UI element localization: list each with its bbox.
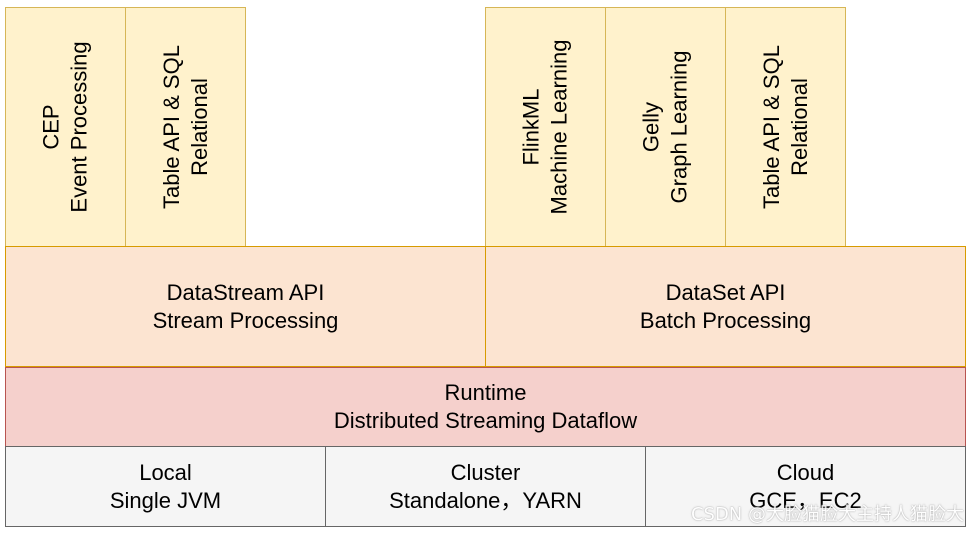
deploy-cluster-label: Cluster Standalone，YARN <box>389 459 582 515</box>
deploy-local-box: Local Single JVM <box>5 446 326 527</box>
deploy-local-label: Local Single JVM <box>110 459 221 515</box>
runtime-subtitle: Distributed Streaming Dataflow <box>333 408 638 433</box>
table-api-stream-title: Table API & SQL <box>158 45 184 209</box>
datastream-api-box: DataStream API Stream Processing <box>5 246 486 367</box>
gelly-subtitle: Graph Learning <box>666 50 692 204</box>
deploy-cluster-subtitle: Standalone，YARN <box>389 487 582 513</box>
deploy-local-subtitle: Single JVM <box>109 487 222 513</box>
gelly-title: Gelly <box>638 101 664 153</box>
table-api-stream-label: Table API & SQL Relational <box>158 45 214 209</box>
runtime-box: Runtime Distributed Streaming Dataflow <box>5 367 966 447</box>
runtime-label: Runtime Distributed Streaming Dataflow <box>334 379 637 435</box>
deploy-cloud-subtitle: GCE，EC2 <box>749 487 862 513</box>
flinkml-subtitle: Machine Learning <box>546 39 572 215</box>
dataset-api-subtitle: Batch Processing <box>639 307 812 333</box>
deploy-cloud-box: Cloud GCE，EC2 <box>645 446 966 527</box>
dataset-api-label: DataSet API Batch Processing <box>640 279 811 335</box>
table-api-batch-subtitle: Relational <box>786 78 812 176</box>
cep-library-label: CEP Event Processing <box>38 41 94 212</box>
table-api-batch-label: Table API & SQL Relational <box>758 45 814 209</box>
cep-title: CEP <box>38 104 64 150</box>
cep-library-box: CEP Event Processing <box>5 7 126 247</box>
flinkml-library-label: FlinkML Machine Learning <box>518 40 574 215</box>
table-api-batch-box: Table API & SQL Relational <box>725 7 846 247</box>
flinkml-library-box: FlinkML Machine Learning <box>485 7 606 247</box>
dataset-api-title: DataSet API <box>665 279 786 305</box>
csdn-watermark: CSDN @大脸猫脸大主持人猫脸大 <box>690 504 964 525</box>
deploy-cloud-title: Cloud <box>776 459 835 485</box>
cep-subtitle: Event Processing <box>66 41 92 213</box>
deploy-cluster-title: Cluster <box>450 459 521 485</box>
gelly-library-box: Gelly Graph Learning <box>605 7 726 247</box>
datastream-api-label: DataStream API Stream Processing <box>153 279 339 335</box>
gelly-library-label: Gelly Graph Learning <box>638 51 694 204</box>
datastream-api-subtitle: Stream Processing <box>152 307 339 333</box>
table-api-batch-title: Table API & SQL <box>758 45 784 209</box>
dataset-api-box: DataSet API Batch Processing <box>485 246 966 367</box>
table-api-stream-subtitle: Relational <box>186 78 212 176</box>
table-api-stream-box: Table API & SQL Relational <box>125 7 246 247</box>
deploy-cloud-label: Cloud GCE，EC2 <box>749 459 861 515</box>
deploy-local-title: Local <box>139 459 192 485</box>
deploy-cluster-box: Cluster Standalone，YARN <box>325 446 646 527</box>
runtime-title: Runtime <box>444 380 527 405</box>
flinkml-title: FlinkML <box>518 88 544 166</box>
datastream-api-title: DataStream API <box>166 279 325 305</box>
